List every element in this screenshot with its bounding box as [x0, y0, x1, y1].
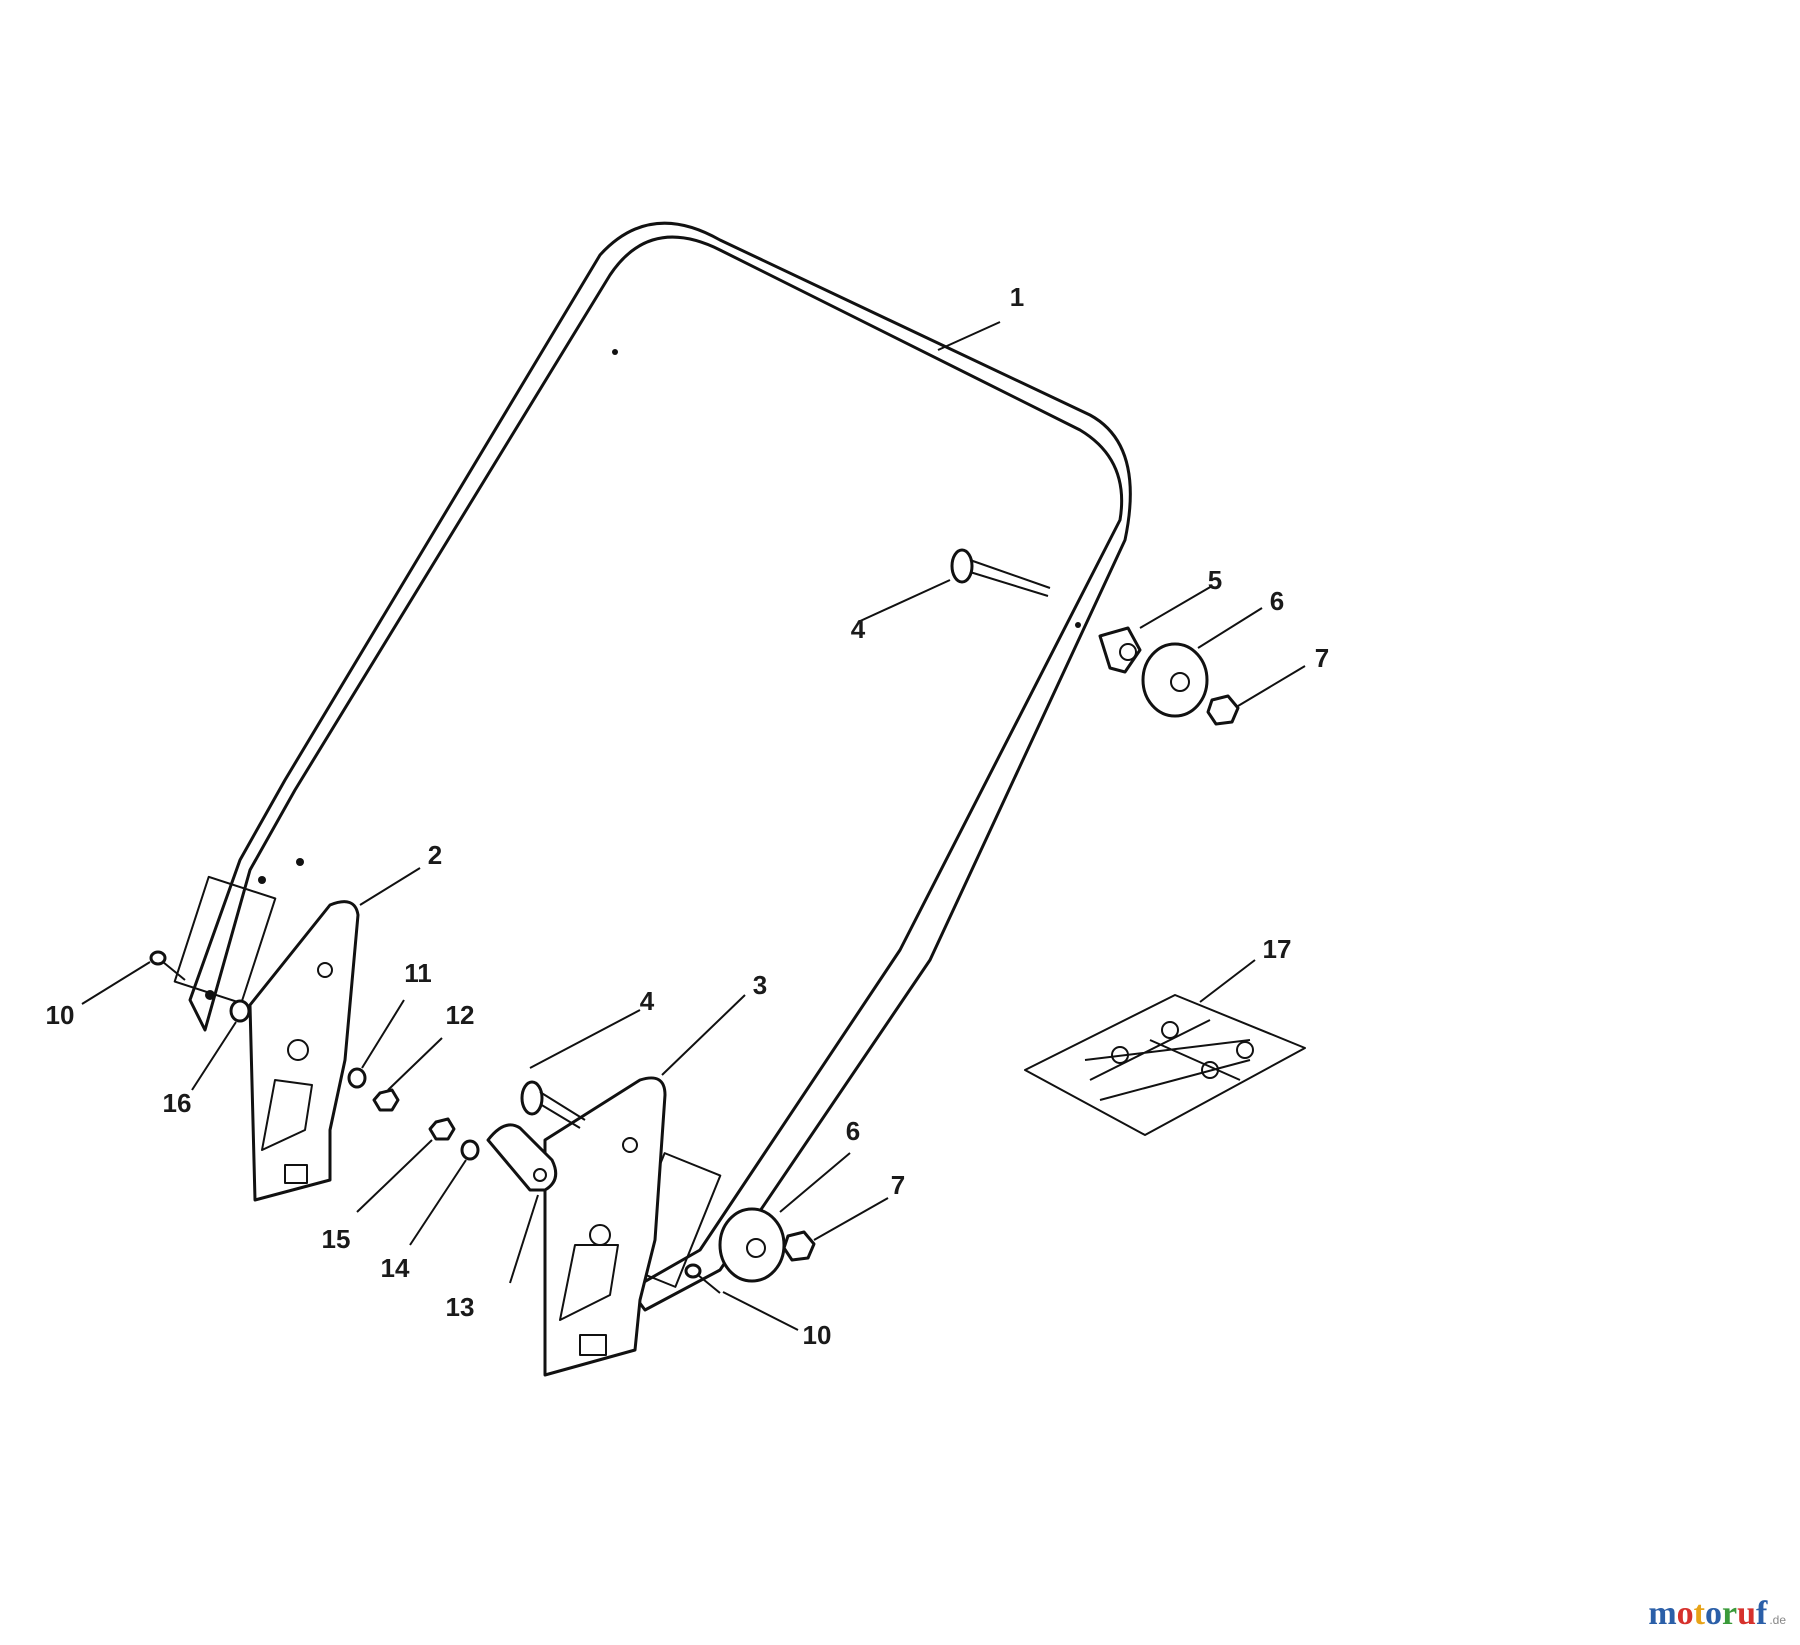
logo-wordmark: motoruf [1648, 1595, 1767, 1632]
callout-3: 3 [753, 970, 767, 1000]
leader-lines [81, 321, 1306, 1331]
callout-10: 10 [46, 1000, 75, 1030]
logo-letter: m [1648, 1595, 1677, 1632]
callout-5: 5 [1208, 565, 1222, 595]
callout-15: 15 [322, 1224, 351, 1254]
logo-letter: o [1704, 1595, 1722, 1632]
screw-left [149, 950, 186, 981]
star-knob-lower [718, 1207, 786, 1283]
callout-7: 7 [891, 1170, 905, 1200]
nut-15 [428, 1117, 456, 1141]
callout-labels: 1 2 3 4 4 5 6 6 7 7 10 10 11 12 13 14 15… [46, 282, 1330, 1350]
callout-7: 7 [1315, 643, 1329, 673]
washer-11 [347, 1067, 367, 1089]
callout-6: 6 [1270, 586, 1284, 616]
callout-16: 16 [163, 1088, 192, 1118]
logo-letter: o [1676, 1595, 1694, 1632]
washer-16 [229, 999, 251, 1023]
callout-12: 12 [446, 1000, 475, 1030]
hardware-bag [1024, 994, 1306, 1136]
side-bracket-left [248, 900, 360, 1202]
callout-1: 1 [1010, 282, 1024, 312]
callout-17: 17 [1263, 934, 1292, 964]
cam-washer [1098, 626, 1142, 674]
callout-4: 4 [640, 986, 655, 1016]
lever-13 [486, 1123, 558, 1192]
callout-10: 10 [803, 1320, 832, 1350]
nut-12 [372, 1088, 400, 1112]
logo-letter: t [1693, 1595, 1705, 1632]
callout-2: 2 [428, 840, 442, 870]
washer-14 [460, 1139, 480, 1161]
screw-right [684, 1263, 721, 1294]
callout-13: 13 [446, 1292, 475, 1322]
hex-nut-lower [782, 1230, 816, 1262]
carriage-bolt-upper [950, 548, 1051, 597]
logo-letter: f [1755, 1595, 1768, 1632]
star-knob-upper [1141, 642, 1209, 718]
callout-11: 11 [404, 958, 432, 988]
logo-letter: r [1721, 1595, 1738, 1632]
callout-6: 6 [846, 1116, 860, 1146]
callout-14: 14 [381, 1253, 410, 1283]
carriage-bolt-lower [520, 1080, 586, 1129]
side-bracket-right [543, 1076, 667, 1377]
watermark-logo: motoruf.de [1648, 1595, 1786, 1633]
logo-suffix: .de [1769, 1613, 1786, 1627]
logo-letter: u [1737, 1595, 1756, 1632]
hex-nut-upper [1206, 694, 1240, 726]
callout-4: 4 [851, 614, 866, 644]
